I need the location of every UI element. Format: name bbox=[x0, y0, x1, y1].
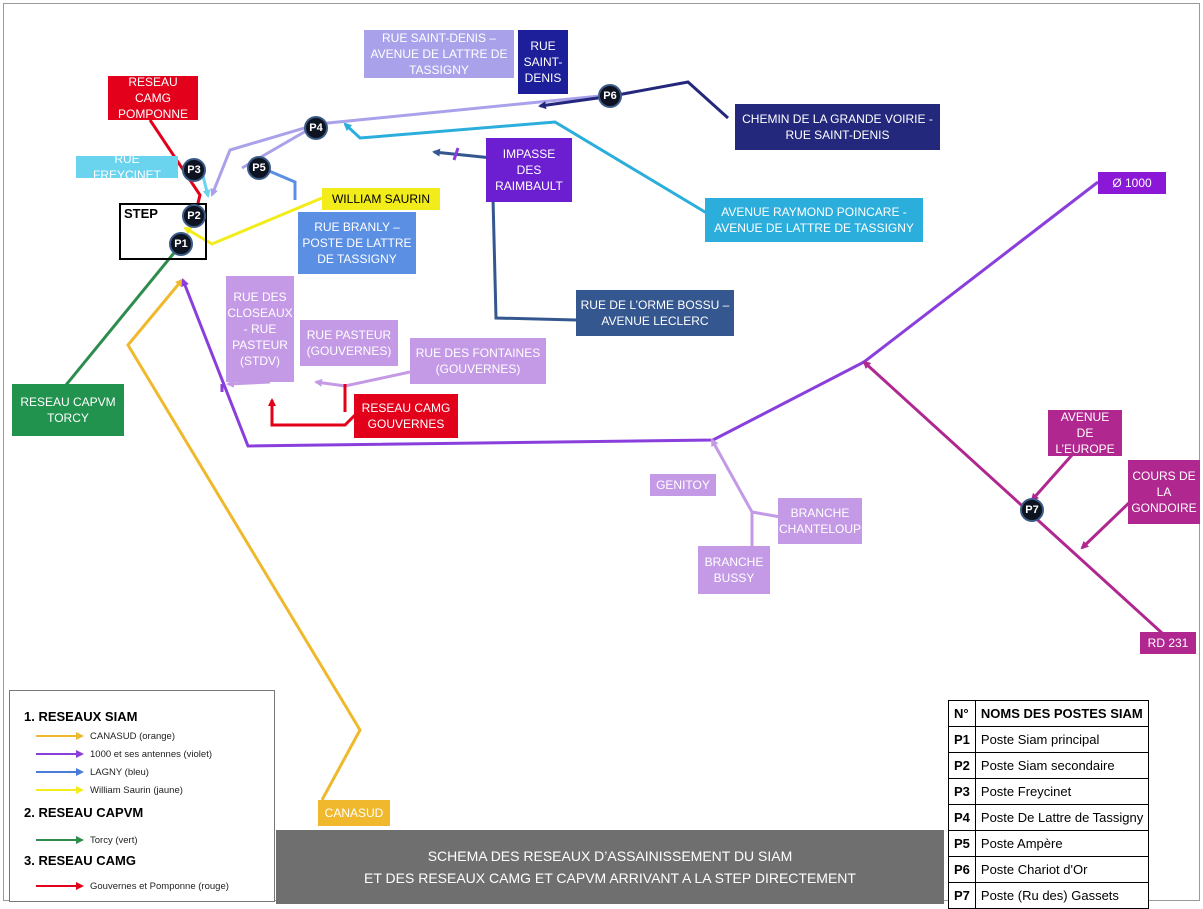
row-id: P3 bbox=[948, 778, 976, 805]
legend-section-siam: 1. RESEAUX SIAM bbox=[24, 709, 138, 724]
row-id: P1 bbox=[948, 726, 976, 753]
post-p1: P1 bbox=[169, 232, 193, 256]
europe-pipe bbox=[1030, 454, 1074, 502]
gouvernes-pipe bbox=[268, 398, 360, 427]
row-id: P6 bbox=[948, 856, 976, 883]
legend-item-lagny: LAGNY (bleu) bbox=[36, 765, 149, 779]
label-genitoy: GENITOY bbox=[650, 474, 716, 496]
legend: 1. RESEAUX SIAM CANASUD (orange) 1000 et… bbox=[9, 690, 275, 902]
row-id: P2 bbox=[948, 752, 976, 779]
legend-section-camg: 3. RESEAU CAMG bbox=[24, 853, 136, 868]
title-line-2: ET DES RESEAUX CAMG ET CAPVM ARRIVANT A … bbox=[364, 870, 856, 886]
orme-bossu-pipe bbox=[432, 148, 577, 322]
fontaines-pipe bbox=[314, 370, 411, 388]
label-cours-gondoire: COURS DE LA GONDOIRE bbox=[1128, 460, 1200, 524]
legend-item-torcy: Torcy (vert) bbox=[36, 833, 138, 847]
label-william-saurin: WILLIAM SAURIN bbox=[322, 188, 440, 210]
post-p4: P4 bbox=[304, 116, 328, 140]
post-p5: P5 bbox=[247, 156, 271, 180]
red-arrow-icon bbox=[36, 882, 84, 890]
label-rue-saint-denis: RUE SAINT-DENIS bbox=[518, 30, 568, 94]
label-phi-1000: Ø 1000 bbox=[1098, 172, 1166, 194]
rd231-pipe bbox=[862, 360, 1164, 635]
legend-item-rouge: Gouvernes et Pomponne (rouge) bbox=[36, 879, 229, 893]
label-canasud: CANASUD bbox=[318, 800, 390, 826]
title-line-1: SCHEMA DES RESEAUX D’ASSAINISSEMENT DU S… bbox=[427, 848, 793, 864]
legend-violet-label: 1000 et ses antennes (violet) bbox=[90, 748, 212, 760]
closeaux-pipe bbox=[226, 379, 271, 388]
lagny-light-pipe bbox=[210, 94, 601, 197]
blue-arrow-icon bbox=[36, 768, 84, 776]
label-branche-chanteloup: BRANCHE CHANTELOUP bbox=[778, 498, 862, 544]
legend-rouge-label: Gouvernes et Pomponne (rouge) bbox=[90, 880, 229, 892]
label-rue-closeaux: RUE DES CLOSEAUX - RUE PASTEUR (STDV) bbox=[226, 276, 294, 382]
step-box bbox=[119, 203, 207, 260]
table-header-number: N° bbox=[948, 700, 976, 727]
genitoy-pipe bbox=[710, 438, 754, 555]
legend-item-jaune: William Saurin (jaune) bbox=[36, 783, 183, 797]
table-header-row: N° NOMS DES POSTES SIAM bbox=[948, 700, 1150, 727]
row-name: Poste Chariot d'Or bbox=[974, 856, 1150, 883]
label-rue-orme-bossu: RUE DE L’ORME BOSSU – AVENUE LECLERC bbox=[576, 290, 734, 336]
saurin-pipe bbox=[183, 196, 323, 246]
step-label: STEP bbox=[124, 206, 158, 221]
row-name: Poste (Ru des) Gassets bbox=[974, 882, 1150, 909]
label-reseau-camg-gouvernes: RESEAU CAMG GOUVERNES bbox=[354, 394, 458, 438]
row-name: Poste Freycinet bbox=[974, 778, 1150, 805]
label-branche-bussy: BRANCHE BUSSY bbox=[698, 546, 770, 594]
row-name: Poste Siam secondaire bbox=[974, 752, 1150, 779]
label-rue-freycinet: RUE FREYCINET bbox=[76, 152, 178, 182]
legend-item-violet: 1000 et ses antennes (violet) bbox=[36, 747, 212, 761]
legend-section-capvm: 2. RESEAU CAPVM bbox=[24, 805, 144, 820]
post-p7: P7 bbox=[1020, 498, 1044, 522]
row-id: P5 bbox=[948, 830, 976, 857]
label-impasse-raimbault: IMPASSE DES RAIMBAULT bbox=[486, 138, 572, 202]
row-name: Poste Ampère bbox=[974, 830, 1150, 857]
poincare-pipe bbox=[343, 120, 716, 220]
label-reseau-camg-pomponne: RESEAU CAMG POMPONNE bbox=[108, 75, 198, 121]
orange-arrow-icon bbox=[36, 732, 84, 740]
row-id: P7 bbox=[948, 882, 976, 909]
canasud-pipe bbox=[126, 278, 362, 801]
label-reseau-capvm-torcy: RESEAU CAPVM TORCY bbox=[12, 384, 124, 436]
violet-arrow-icon bbox=[36, 750, 84, 758]
label-rue-saint-denis-lattre: RUE SAINT-DENIS – AVENUE DE LATTRE DE TA… bbox=[364, 30, 514, 78]
label-avenue-raymond-poincare: AVENUE RAYMOND POINCARE - AVENUE DE LATT… bbox=[705, 198, 923, 242]
row-name: Poste De Lattre de Tassigny bbox=[974, 804, 1150, 831]
yellow-arrow-icon bbox=[36, 786, 84, 794]
title-banner: SCHEMA DES RESEAUX D’ASSAINISSEMENT DU S… bbox=[276, 830, 944, 904]
label-rue-branly: RUE BRANLY – POSTE DE LATTRE DE TASSIGNY bbox=[298, 212, 416, 274]
post-p6: P6 bbox=[598, 84, 622, 108]
post-p3: P3 bbox=[182, 158, 206, 182]
label-rd-231: RD 231 bbox=[1140, 632, 1196, 654]
green-arrow-icon bbox=[36, 836, 84, 844]
gondoire-pipe bbox=[1080, 498, 1134, 550]
row-id: P4 bbox=[948, 804, 976, 831]
post-p2: P2 bbox=[182, 204, 206, 228]
legend-item-canasud: CANASUD (orange) bbox=[36, 729, 175, 743]
row-name: Poste Siam principal bbox=[974, 726, 1150, 753]
label-rue-fontaines: RUE DES FONTAINES (GOUVERNES) bbox=[410, 338, 546, 384]
torcy-pipe bbox=[64, 246, 180, 386]
legend-canasud-label: CANASUD (orange) bbox=[90, 730, 175, 742]
legend-torcy-label: Torcy (vert) bbox=[90, 834, 138, 846]
grande-voirie-pipe bbox=[538, 80, 730, 120]
label-rue-pasteur: RUE PASTEUR (GOUVERNES) bbox=[300, 320, 398, 366]
label-chemin-grande-voirie: CHEMIN DE LA GRANDE VOIRIE - RUE SAINT-D… bbox=[735, 104, 940, 150]
branly-pipe bbox=[261, 166, 297, 200]
legend-jaune-label: William Saurin (jaune) bbox=[90, 784, 183, 796]
legend-lagny-label: LAGNY (bleu) bbox=[90, 766, 149, 778]
table-header-name: NOMS DES POSTES SIAM bbox=[974, 700, 1150, 727]
raimbault-pipe bbox=[452, 147, 460, 161]
label-avenue-europe: AVENUE DE L’EUROPE bbox=[1048, 410, 1122, 456]
